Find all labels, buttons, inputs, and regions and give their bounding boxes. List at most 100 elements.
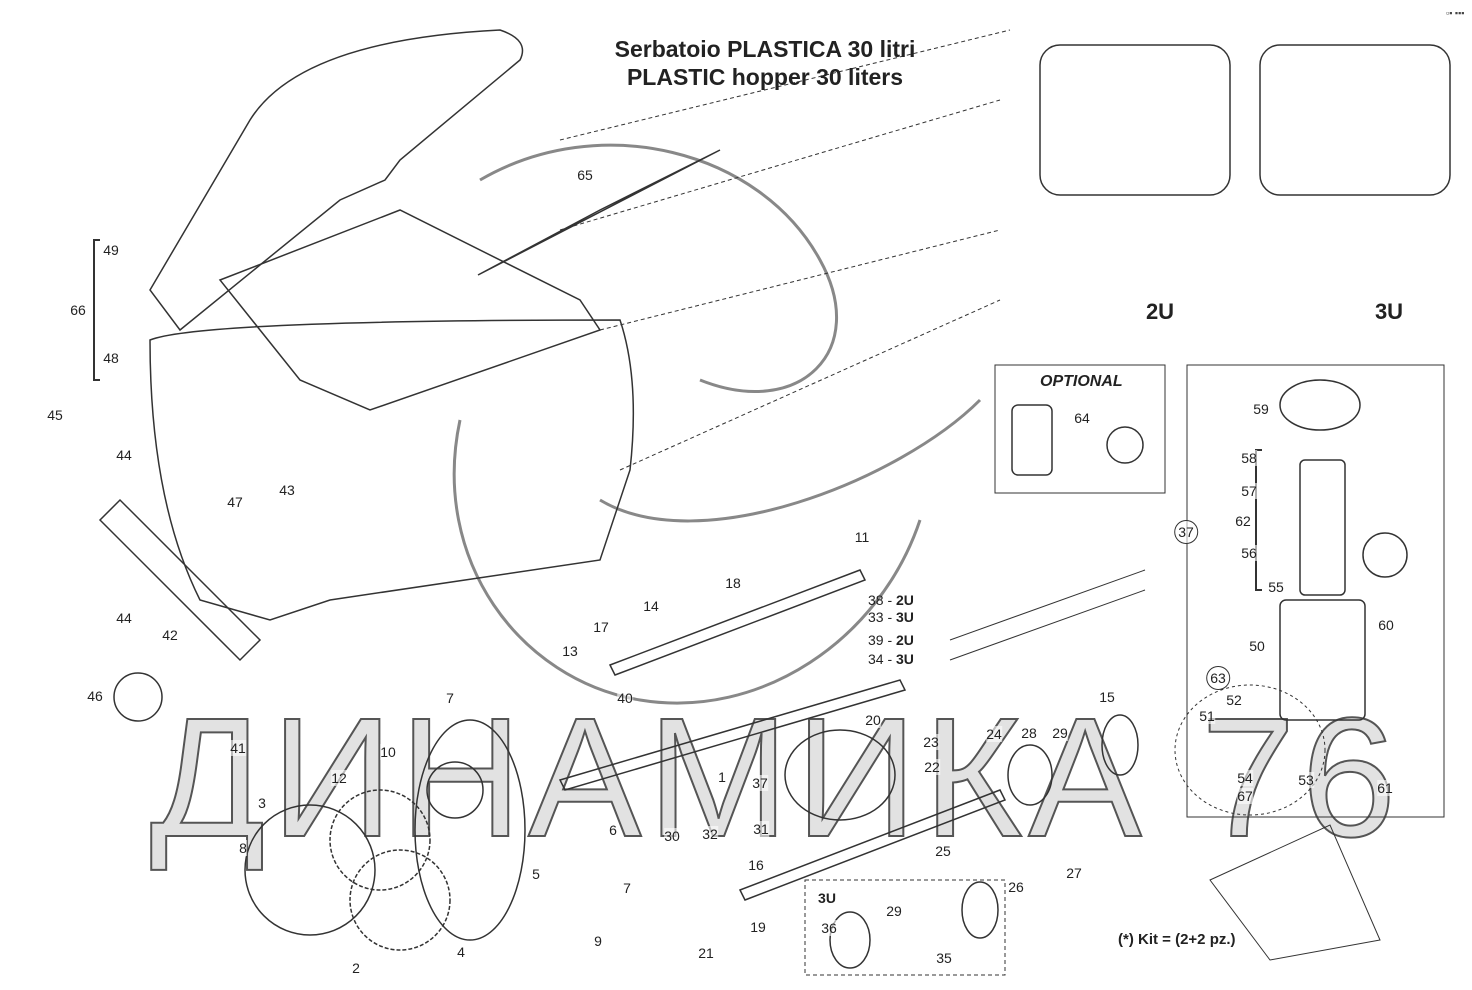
part-callout: 5 — [532, 866, 540, 882]
optional-label: OPTIONAL — [1040, 373, 1123, 390]
pulley-10 — [426, 761, 484, 819]
part-callout: 47 — [227, 494, 243, 510]
part-callout: 44 — [116, 610, 132, 626]
part-callout: 46 — [87, 688, 103, 704]
part-callout: 31 — [753, 821, 769, 837]
gear-2 — [349, 849, 451, 951]
part-callout: 44 — [116, 447, 132, 463]
title-english: PLASTIC hopper 30 liters — [626, 64, 904, 90]
title-italian: Serbatoio PLASTICA 30 litri — [614, 36, 916, 62]
part-callout: 51 — [1199, 708, 1215, 724]
part-number: 34 - — [868, 651, 893, 667]
part-callout: 37 — [752, 775, 768, 791]
part-callout: 13 — [562, 643, 578, 659]
part-callout: 42 — [162, 627, 178, 643]
part-callout: 43 — [279, 482, 295, 498]
variant: 2U — [896, 592, 914, 608]
part-callout: 40 — [617, 690, 633, 706]
part-callout: 2 — [352, 960, 360, 976]
part-callout: 48 — [103, 350, 119, 366]
part-callout: 24 — [986, 726, 1002, 742]
part-callout: 63 — [1206, 666, 1230, 690]
part-callout: 16 — [748, 857, 764, 873]
three-unit-box — [804, 879, 1006, 976]
roller-36 — [829, 911, 871, 969]
part-callout: 25 — [935, 843, 951, 859]
variant: 2U — [896, 632, 914, 648]
part-callout: 1 — [718, 769, 726, 785]
part-callout: 11 — [854, 529, 870, 545]
cover-3 — [244, 804, 376, 936]
unit-2u — [1039, 44, 1231, 196]
gear-12 — [329, 789, 431, 891]
part-callout: 3U — [818, 890, 836, 906]
gear-ring — [1362, 532, 1408, 578]
part-callout: 52 — [1226, 692, 1242, 708]
unit-3u — [1259, 44, 1451, 196]
part-callout: 64 — [1074, 410, 1090, 426]
suffix-label: 38 - 2U — [868, 592, 914, 608]
guide-lines — [559, 29, 1011, 471]
part-number: 38 - — [868, 592, 893, 608]
part-callout: 45 — [47, 407, 63, 423]
kit-63-outline — [1174, 684, 1326, 816]
part-callout: 36 — [821, 920, 837, 936]
arm-42 — [98, 498, 262, 662]
kit-tray — [1209, 824, 1381, 961]
part-callout: 37 — [1174, 520, 1198, 544]
part-callout: 19 — [750, 919, 766, 935]
part-callout: 23 — [923, 734, 939, 750]
part-callout: 3 — [258, 795, 266, 811]
watermark: ДИНАМИКА 76 — [149, 682, 1403, 874]
part-callout: 57 — [1241, 483, 1257, 499]
part-callout: 8 — [239, 840, 247, 856]
lid-65 — [477, 149, 721, 276]
bar-1 — [558, 679, 907, 791]
part-callout: 53 — [1298, 772, 1314, 788]
variant-3u-label: 3U — [1374, 299, 1404, 324]
part-callout: 26 — [1008, 879, 1024, 895]
part-callout: 17 — [593, 619, 609, 635]
part-callout: 15 — [1099, 689, 1115, 705]
part-callout: 6 — [609, 822, 617, 838]
part-number: 39 - — [868, 632, 893, 648]
variant: 3U — [896, 609, 914, 625]
roller-35 — [961, 881, 999, 939]
part-callout: 18 — [725, 575, 741, 591]
part-callout: 28 — [1021, 725, 1037, 741]
roller-28 — [1007, 744, 1053, 806]
part-callout: 50 — [1249, 638, 1265, 654]
variant: 3U — [896, 651, 914, 667]
part-callout: 14 — [643, 598, 659, 614]
bracket-66 — [93, 239, 100, 381]
part-callout: 29 — [1052, 725, 1068, 741]
dosing-unit-box — [1186, 364, 1445, 818]
optional-box — [994, 364, 1166, 494]
part-callout: 12 — [331, 770, 347, 786]
part-callout: 27 — [1066, 865, 1082, 881]
nut-46 — [113, 672, 163, 722]
part-callout: 30 — [664, 828, 680, 844]
part-callout: 21 — [698, 945, 714, 961]
suffix-label: 39 - 2U — [868, 632, 914, 648]
body-50 — [1279, 599, 1366, 721]
part-callout: 7 — [623, 880, 631, 896]
part-callout: 41 — [230, 740, 246, 756]
part-callout: 29 — [886, 903, 902, 919]
rotor-57 — [1299, 459, 1346, 596]
part-callout: 22 — [924, 759, 940, 775]
rotor-64 — [1011, 404, 1053, 476]
part-number: 33 - — [868, 609, 893, 625]
part-callout: 49 — [103, 242, 119, 258]
part-callout: 55 — [1268, 579, 1284, 595]
part-callout: 4 — [457, 944, 465, 960]
part-callout: 32 — [702, 826, 718, 842]
belt-cover-4 — [414, 719, 526, 941]
star-rotor — [1106, 426, 1144, 464]
shaft — [608, 569, 867, 676]
suffix-label: 34 - 3U — [868, 651, 914, 667]
suffix-label: 33 - 3U — [868, 609, 914, 625]
swirl-logo — [452, 143, 982, 705]
